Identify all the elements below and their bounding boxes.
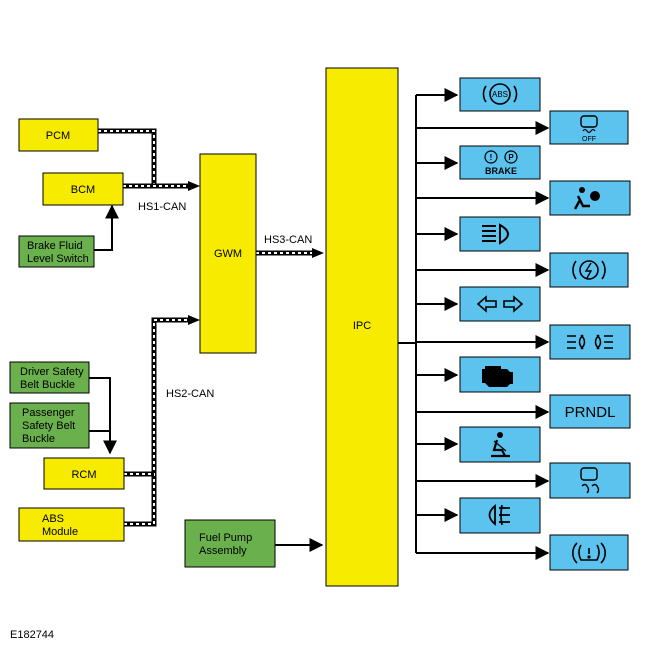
high-beam-icon [482,223,509,245]
abs-warning-indicator: ABS [459,77,541,112]
prndl-indicator: PRNDL [549,394,631,429]
can-bus-lines [98,128,314,527]
electric-park-brake-indicator [549,252,629,288]
turn-signal-indicator [459,286,541,322]
hardwired-lines [89,204,324,552]
svg-text:OFF: OFF [582,136,596,143]
brake-warning-indicator: ! P BRAKE [459,145,541,180]
traction-control-off-indicator: OFF [549,110,629,145]
hs2-can-label: HS2-CAN [166,388,214,400]
hs3-can-label: HS3-CAN [264,234,312,246]
rear-fog-lamp-icon [488,504,510,526]
abs-module-label-line1: ABS [42,513,64,525]
ipc-output-lines [398,88,550,560]
gwm-module [199,153,257,354]
abs-module-label-line2: Module [42,526,78,538]
high-beam-indicator [459,216,541,252]
prndl-text: PRNDL [565,404,616,421]
stability-control-icon [580,467,600,494]
driver-safety-belt-buckle [9,361,90,394]
hs1-can-label: HS1-CAN [138,201,186,213]
svg-text:P: P [508,153,514,162]
turn-signal-icon [476,295,524,313]
tire-pressure-indicator [549,534,629,571]
can-arrowheads [188,181,324,325]
passenger-belt-label-line3: Buckle [22,433,55,445]
seat-belt-warning-indicator [459,426,541,463]
abs-module [18,507,125,542]
fuel-pump-assembly [184,519,276,568]
passenger-safety-belt-buckle [9,402,90,449]
electric-park-brake-icon [572,260,606,280]
airbag-warning-indicator [549,180,631,216]
airbag-warning-icon [573,187,600,210]
brake-fluid-label-line1: Brake Fluid [27,240,83,252]
seat-belt-warning-icon [491,432,510,458]
ipc-module [325,67,399,587]
abs-warning-icon: ABS [482,83,518,105]
passenger-belt-label-line1: Passenger [22,407,75,419]
passenger-belt-label-line2: Safety Belt [22,420,75,432]
parking-lamp-icon [567,334,613,350]
gwm-label: GWM [214,248,242,260]
ipc-label: IPC [353,320,371,332]
driver-belt-label-line2: Belt Buckle [20,379,75,391]
pcm-label: PCM [46,130,70,142]
tire-pressure-icon [572,542,606,564]
pcm-module [18,118,99,152]
brake-warning-icon: ! P BRAKE [484,150,518,176]
bcm-label: BCM [71,184,95,196]
bcm-module [42,172,124,206]
rear-fog-lamp-indicator [459,497,541,534]
rcm-label: RCM [71,469,96,481]
fuel-pump-label-line1: Fuel Pump [199,532,252,544]
figure-id: E182744 [10,629,54,641]
fuel-pump-label-line2: Assembly [199,545,247,557]
check-engine-icon [482,366,513,387]
brake-fluid-label-line2: Level Switch [27,253,89,265]
traction-control-off-icon: OFF [580,115,598,143]
svg-text:BRAKE: BRAKE [485,166,517,176]
svg-text:ABS: ABS [492,90,508,99]
svg-text:!: ! [490,153,493,162]
check-engine-indicator [459,356,541,393]
stability-control-indicator [549,462,631,499]
driver-belt-label-line1: Driver Safety [20,366,84,378]
brake-fluid-level-switch [18,235,95,268]
parking-lamp-indicator [549,324,631,360]
rcm-module [43,457,125,490]
